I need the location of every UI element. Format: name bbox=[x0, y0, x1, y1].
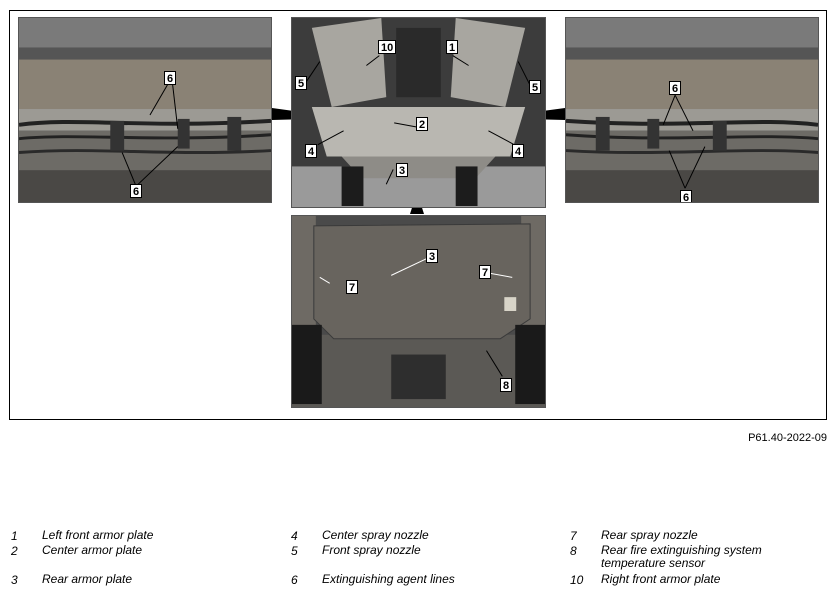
legend-text: Left front armor plate bbox=[42, 528, 154, 542]
callout-6: 6 bbox=[680, 190, 693, 202]
callout-3: 3 bbox=[426, 249, 439, 263]
right-inset-image bbox=[566, 18, 818, 202]
callout-7: 7 bbox=[479, 265, 492, 279]
right-inset-photo: 6 6 bbox=[565, 17, 819, 203]
center-photo: 10 1 5 5 2 4 4 3 bbox=[291, 17, 546, 208]
legend-text: Front spray nozzle bbox=[322, 543, 421, 557]
legend-text: Rear spray nozzle bbox=[601, 528, 698, 542]
left-inset-photo: 6 6 bbox=[18, 17, 272, 203]
legend-number: 10 bbox=[570, 573, 584, 587]
legend-number: 7 bbox=[570, 529, 577, 543]
legend-number: 2 bbox=[11, 544, 18, 558]
bottom-image bbox=[292, 216, 545, 407]
legend-text: Rear fire extinguishing system temperatu… bbox=[601, 543, 762, 570]
figure-code: P61.40-2022-09 bbox=[748, 432, 827, 444]
legend-text: Rear armor plate bbox=[42, 572, 133, 586]
legend-number: 8 bbox=[570, 544, 577, 558]
callout-1: 1 bbox=[446, 40, 459, 54]
legend-text: Extinguishing agent lines bbox=[322, 572, 455, 586]
callout-10: 10 bbox=[378, 40, 397, 54]
callout-3: 3 bbox=[396, 163, 409, 177]
callout-4: 4 bbox=[512, 144, 525, 158]
callout-5: 5 bbox=[529, 80, 542, 94]
callout-6: 6 bbox=[164, 71, 177, 85]
callout-7: 7 bbox=[346, 280, 359, 294]
callout-6: 6 bbox=[669, 81, 682, 95]
legend-text: Center armor plate bbox=[42, 543, 143, 557]
callout-5: 5 bbox=[295, 76, 308, 90]
legend-text: Right front armor plate bbox=[601, 572, 721, 586]
legend-number: 5 bbox=[291, 544, 298, 558]
legend-number: 1 bbox=[11, 529, 18, 543]
callout-4: 4 bbox=[305, 144, 318, 158]
callout-2: 2 bbox=[416, 117, 429, 131]
legend-number: 4 bbox=[291, 529, 298, 543]
legend-text: Center spray nozzle bbox=[322, 528, 429, 542]
center-image bbox=[292, 18, 545, 207]
left-inset-image bbox=[19, 18, 271, 202]
callout-6: 6 bbox=[130, 184, 143, 198]
callout-8: 8 bbox=[500, 378, 513, 392]
legend-number: 6 bbox=[291, 573, 298, 587]
bottom-photo: 3 7 7 8 bbox=[291, 215, 546, 408]
legend-number: 3 bbox=[11, 573, 18, 587]
